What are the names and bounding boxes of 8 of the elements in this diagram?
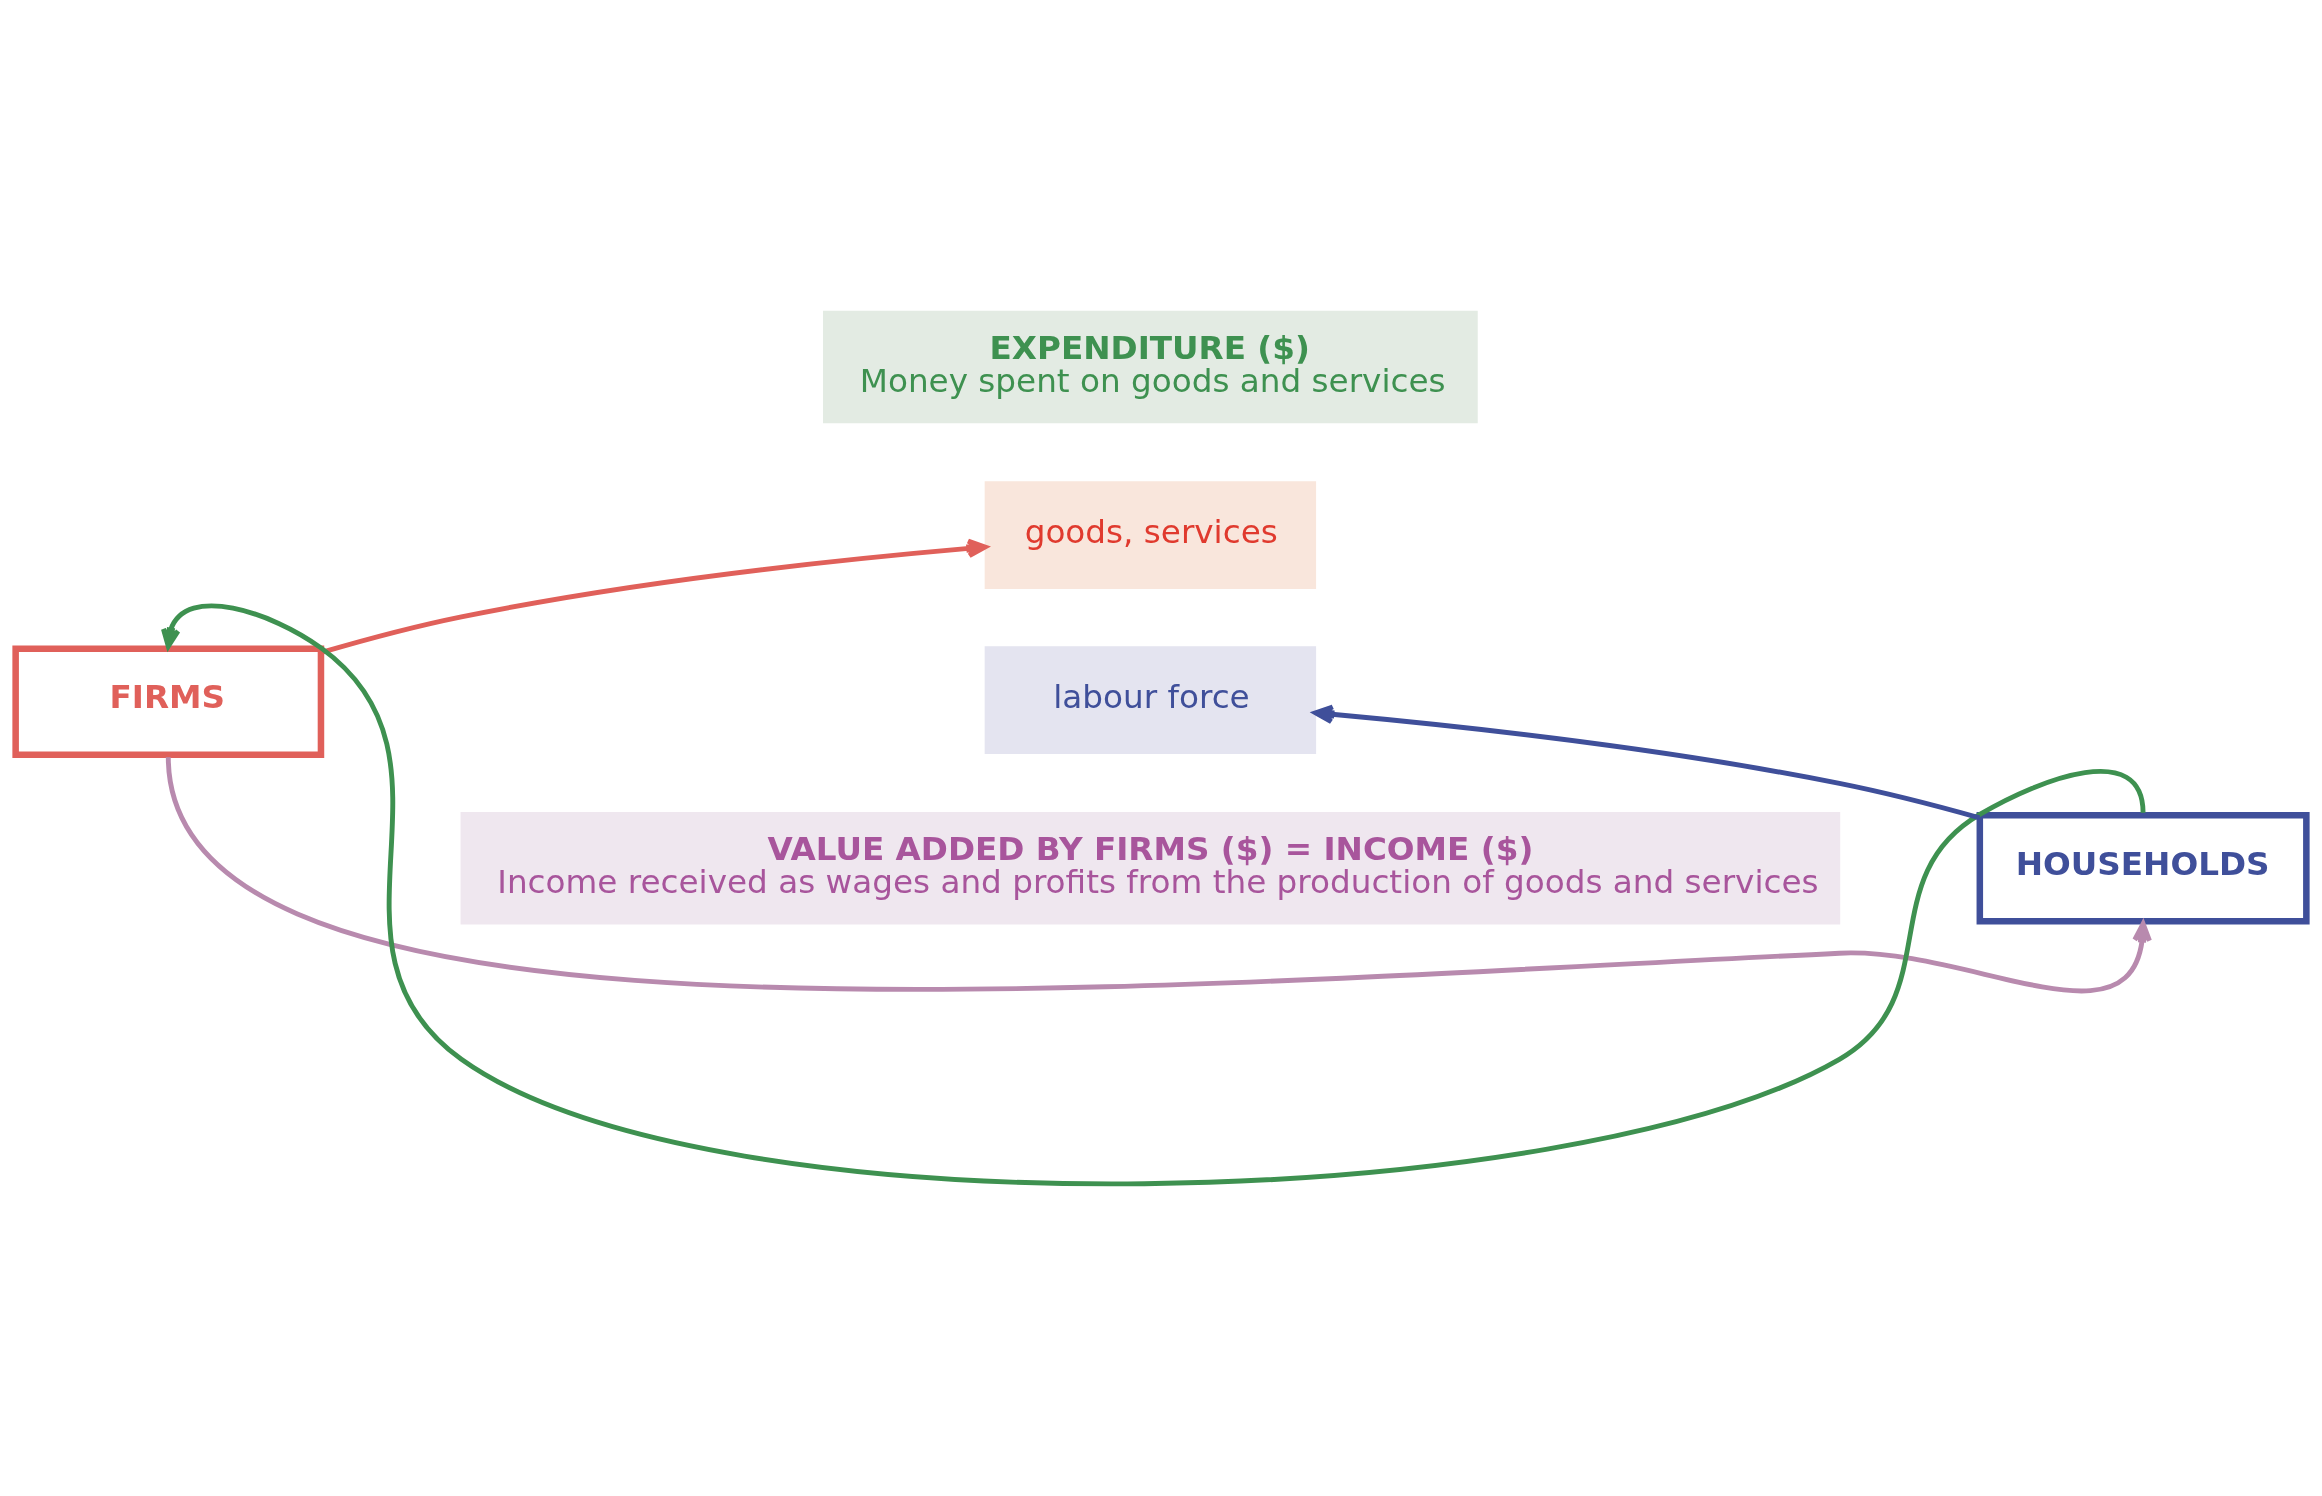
node-box: HOUSEHOLDS — [1976, 811, 2310, 925]
arrow — [161, 603, 2146, 1187]
node-box: VALUE ADDED BY FIRMS ($) = INCOME ($) Income received as wages and profits from the production of goods and services — [460, 811, 1841, 925]
node-box: goods, services — [984, 481, 1317, 590]
node-box: labour force — [984, 646, 1317, 754]
node-box: FIRMS — [12, 645, 325, 759]
node-box: EXPENDITURE ($) Money spent on goods and services — [823, 310, 1478, 424]
arrow — [165, 756, 2152, 994]
